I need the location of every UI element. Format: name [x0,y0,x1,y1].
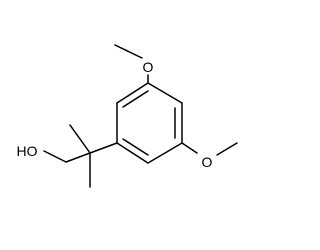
atom-label-top-oxygen: O [143,59,154,75]
molecule-diagram: O O HO [17,44,238,188]
atom-label-right-oxygen: O [202,154,213,170]
bond-top-oxygen-to-methyl [114,44,143,59]
ring-double-bond-bottom [122,138,149,156]
bond-ring-to-quaternary-carbon [89,142,118,154]
atom-label-hydroxyl: HO [17,143,38,159]
ring-bond-bottom-right [147,142,183,164]
ring-bond-top-right [147,82,183,104]
bond-quaternary-to-ch2 [65,152,91,163]
bond-right-oxygen-to-methyl [216,142,238,156]
ring-bond-top-left [116,82,149,104]
ring-double-bond-top-left [122,90,149,108]
bond-ring-to-right-oxygen [181,142,198,154]
bond-quaternary-to-methyl-up [69,124,91,154]
bond-ch2-to-hydroxyl [43,150,67,163]
ring-bond-bottom-left [116,142,149,164]
